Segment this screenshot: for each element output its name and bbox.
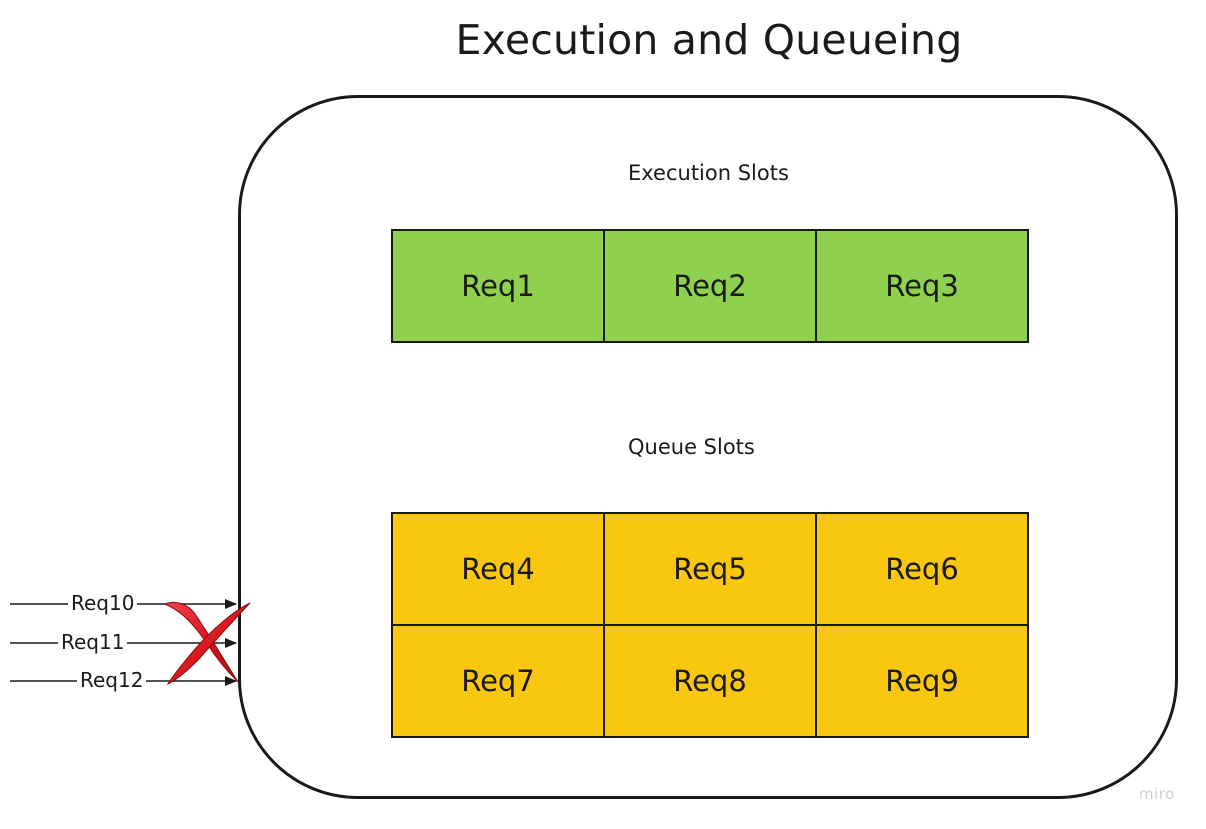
execution-slots-grid: Req1 Req2 Req3 [391,229,1029,343]
execution-slots-label: Execution Slots [628,161,789,185]
queue-slots-label: Queue Slots [628,435,755,459]
queue-slot: Req7 [391,624,605,738]
cross-mark-icon [163,601,251,686]
queue-slot: Req6 [815,512,1029,626]
incoming-requests [10,599,251,686]
queue-slot: Req9 [815,624,1029,738]
incoming-request-label: Req11 [58,630,128,654]
incoming-request-label: Req12 [77,668,147,692]
incoming-request-label: Req10 [68,591,138,615]
execution-slot: Req1 [391,229,605,343]
queue-slot: Req8 [603,624,817,738]
queue-slot: Req4 [391,512,605,626]
execution-slot: Req2 [603,229,817,343]
queue-slot: Req5 [603,512,817,626]
miro-watermark: miro [1139,785,1175,803]
execution-slot: Req3 [815,229,1029,343]
diagram-title: Execution and Queueing [455,16,963,64]
queue-slots-grid: Req4 Req5 Req6 Req7 Req8 Req9 [391,512,1029,738]
